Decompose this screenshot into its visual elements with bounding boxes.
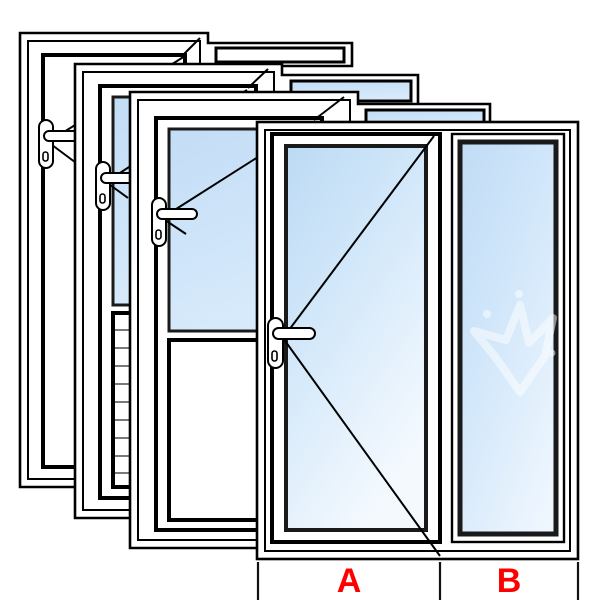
variant1-hinge-diagonal-top [182,37,201,56]
glass-watermark-star-icon [470,290,557,396]
fixed-side-light-B[interactable] [450,132,566,544]
door-variant-4-front[interactable] [255,120,580,561]
handle-keyhole [99,193,106,204]
front-frame-inner-line [264,129,571,552]
handle-keyhole [42,151,49,162]
door-handle[interactable] [267,317,316,369]
variant1-side-panel [214,46,346,64]
variant2-hinge-diagonal-top [247,68,269,89]
width-dimension-row: A B [256,562,580,600]
door-A-hinge-diagonal-upper [282,135,435,339]
handle-lever[interactable] [156,208,198,220]
variant3-hinge-diagonal-top [313,96,345,121]
handle-keyhole [271,350,278,362]
dimension-label-B: B [497,562,522,600]
dimension-label-A: A [337,562,362,600]
door-handle[interactable] [151,197,198,247]
handle-lever[interactable] [272,327,316,340]
handle-keyhole [155,229,162,240]
door-leaf-A[interactable] [267,132,442,557]
door-A-hinge-diagonal-lower [282,337,441,557]
